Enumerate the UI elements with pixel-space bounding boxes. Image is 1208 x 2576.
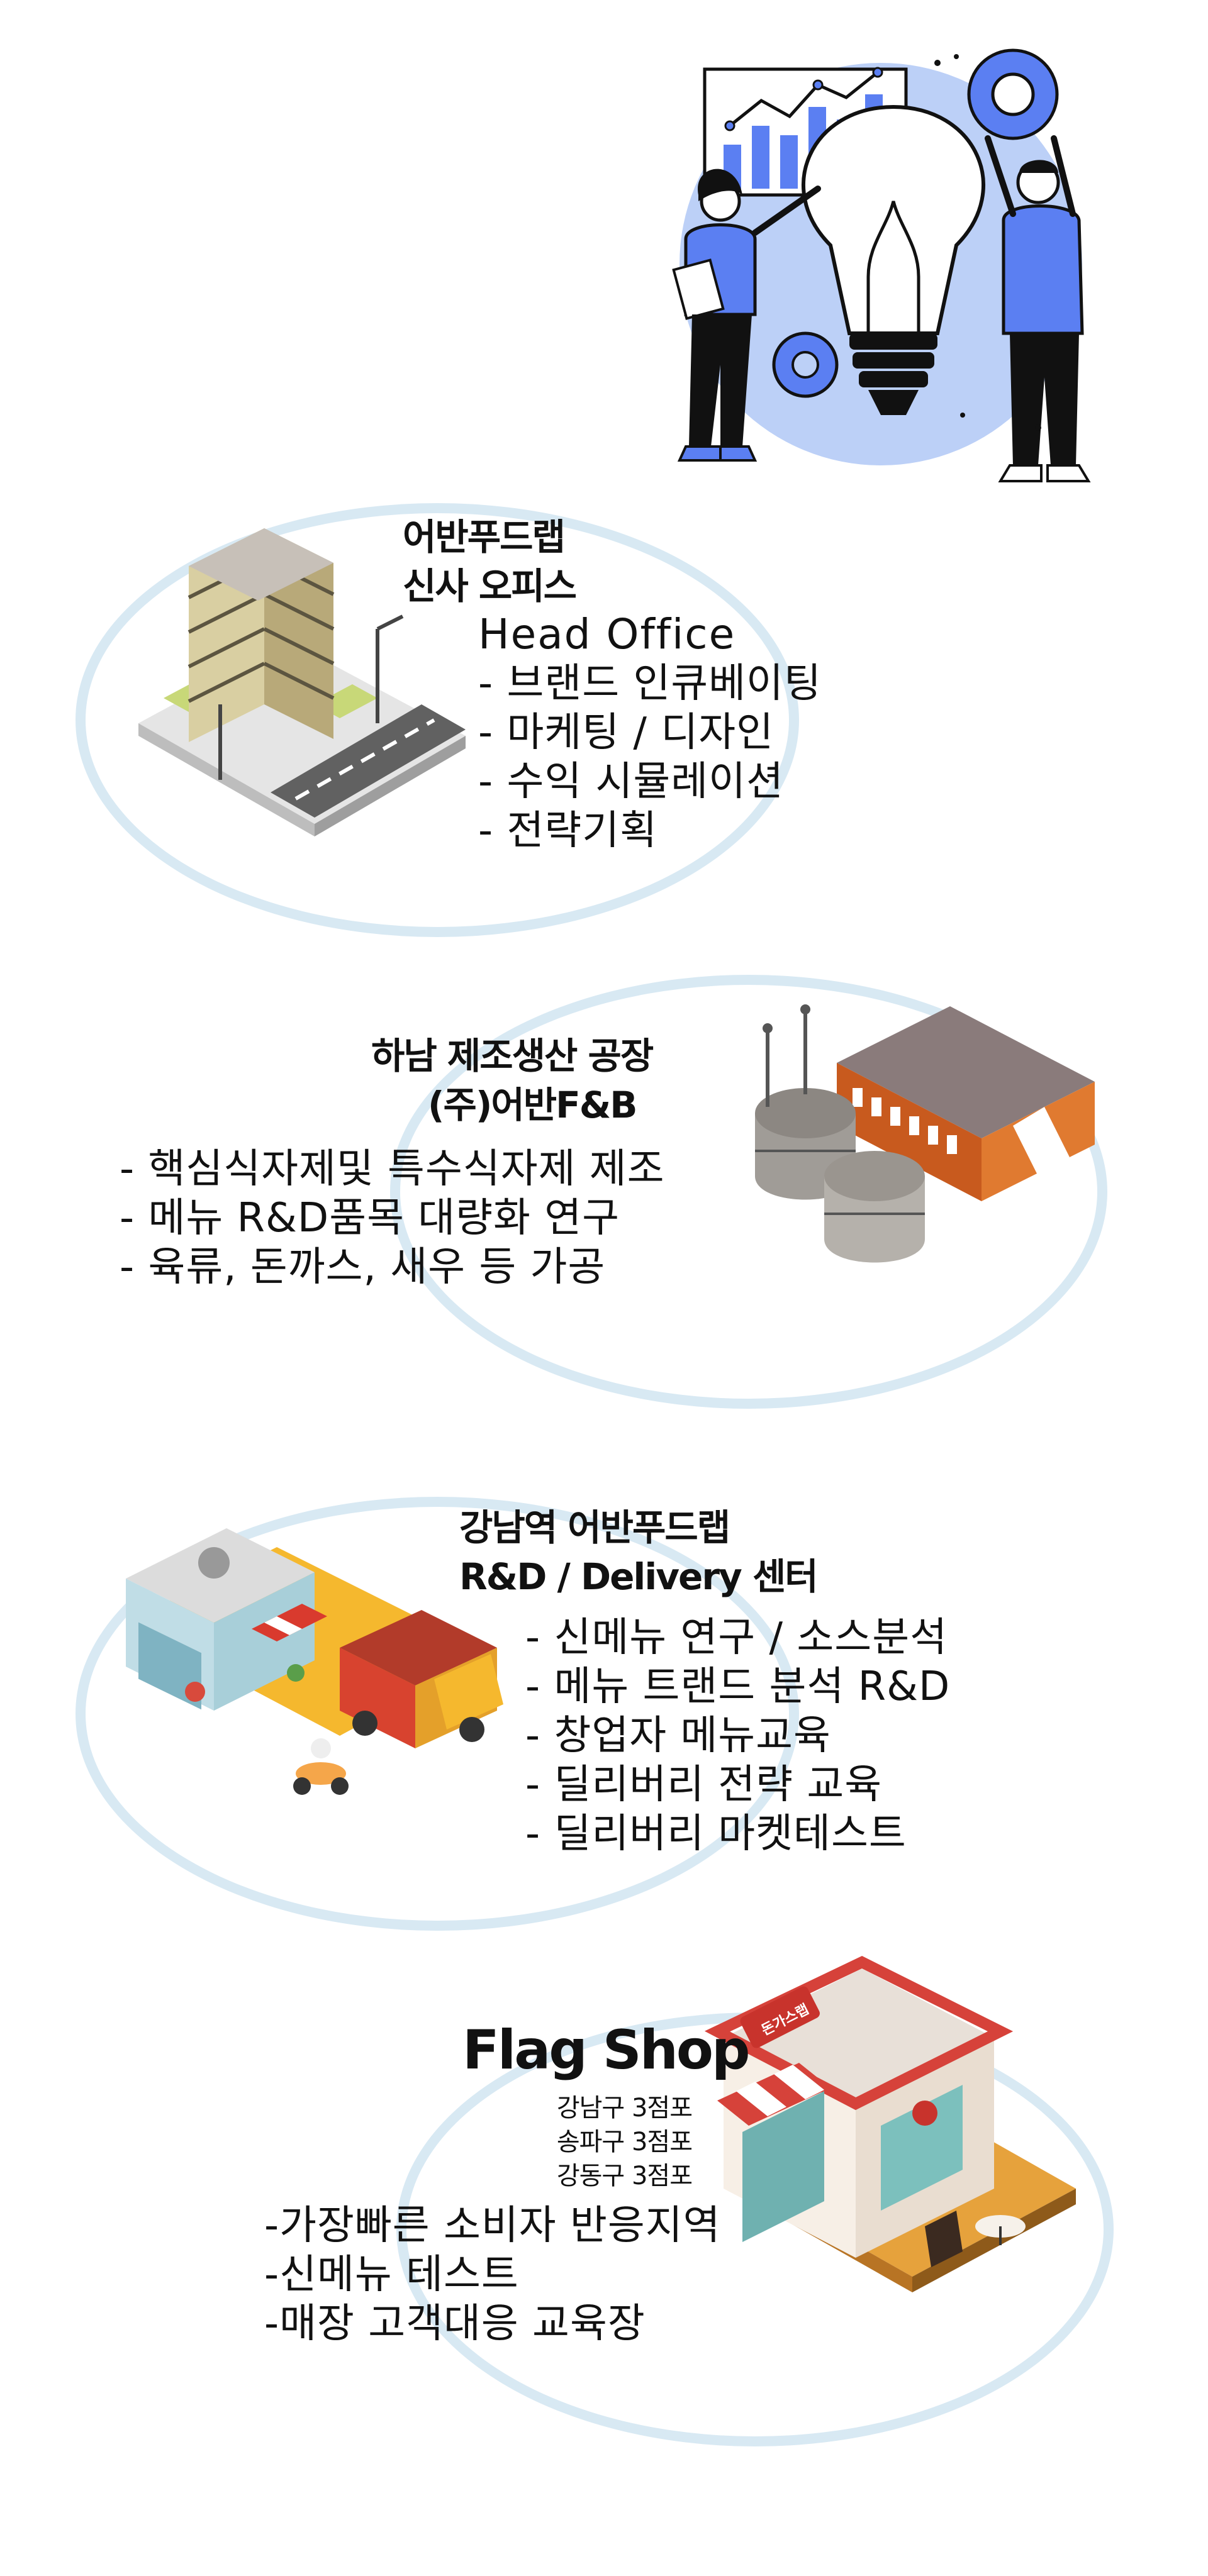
list-item: - 전략기획 <box>478 808 657 854</box>
list-item: - 창업자 메뉴교육 <box>525 1713 831 1759</box>
rnd-title-line2: R&D / Delivery 센터 <box>459 1555 819 1598</box>
factory-title-line1: 하남 제조생산 공장 <box>371 1035 654 1077</box>
list-item: - 수익 시뮬레이션 <box>478 758 784 805</box>
flagshop-item-list: -가장빠른 소비자 반응지역 -신메뉴 테스트 -매장 고객대응 교육장 <box>264 2201 720 2348</box>
branch-item: 강동구 3점포 <box>556 2162 693 2190</box>
office-building-icon <box>138 528 466 836</box>
list-item: - 신메뉴 연구 / 소스분석 <box>525 1614 948 1661</box>
office-title-line1: 어반푸드랩 <box>403 516 566 558</box>
factory-item-list: - 핵심식자제및 특수식자제 제조 - 메뉴 R&D품목 대량화 연구 - 육류… <box>120 1145 665 1292</box>
list-item: - 메뉴 R&D품목 대량화 연구 <box>120 1195 620 1241</box>
list-item: - 브랜드 인큐베이팅 <box>478 660 822 707</box>
list-item: - 메뉴 트랜드 분석 R&D <box>525 1663 951 1710</box>
rnd-item-list: - 신메뉴 연구 / 소스분석 - 메뉴 트랜드 분석 R&D - 창업자 메뉴… <box>525 1613 950 1858</box>
list-item: - 딜리버리 마켓테스트 <box>525 1811 907 1857</box>
list-item: - 핵심식자제및 특수식자제 제조 <box>120 1146 665 1192</box>
list-item: -가장빠른 소비자 반응지역 <box>264 2202 721 2249</box>
factory-tanks-icon <box>755 1004 1095 1263</box>
branch-item: 송파구 3점포 <box>556 2128 693 2157</box>
list-item: - 육류, 돈까스, 새우 등 가공 <box>120 1244 606 1291</box>
innovation-illustration <box>672 48 1091 482</box>
flagshop-branches: 강남구 3점포 송파구 3점포 강동구 3점포 <box>491 2091 693 2193</box>
office-title-line2: 신사 오피스 <box>403 565 577 608</box>
list-item: - 딜리버리 전략 교육 <box>525 1762 883 1808</box>
flagshop-title: Flag Shop <box>462 2019 751 2082</box>
list-item: -매장 고객대응 교육장 <box>264 2301 646 2347</box>
flag-shop-store-icon: 돈가스랩 <box>704 1955 1076 2292</box>
store-delivery-truck-icon <box>126 1528 503 1795</box>
rnd-title-line1: 강남역 어반푸드랩 <box>459 1506 730 1549</box>
list-item: - 마케팅 / 디자인 <box>478 709 774 756</box>
list-item: -신메뉴 테스트 <box>264 2251 519 2298</box>
office-item-list: - 브랜드 인큐베이팅 - 마케팅 / 디자인 - 수익 시뮬레이션 - 전략기… <box>478 659 822 855</box>
factory-title-line2: (주)어반F&B <box>428 1084 638 1126</box>
branch-item: 강남구 3점포 <box>556 2094 693 2123</box>
office-subtitle: Head Office <box>478 610 736 658</box>
